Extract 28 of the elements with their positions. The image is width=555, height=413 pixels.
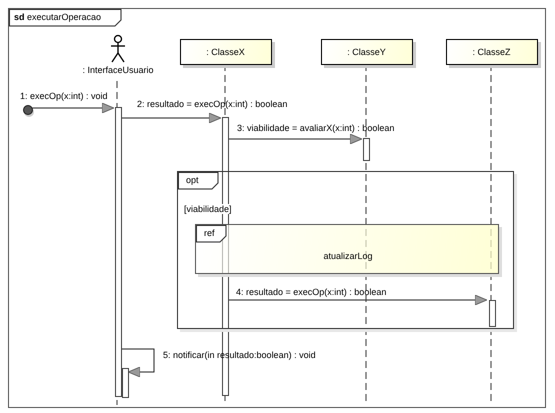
message-arrow (32, 102, 114, 114)
message-label: 2: resultado = execOp(x:int) : boolean (137, 99, 288, 109)
guard-condition: [viabilidade] (184, 204, 232, 214)
diagram-frame (8, 8, 546, 408)
message-arrow (120, 112, 222, 124)
interaction-use-box (195, 224, 499, 274)
found-message-dot (23, 105, 33, 115)
lifeline-header (321, 39, 413, 65)
activation-bar (363, 138, 370, 161)
fragment-operator: opt (186, 175, 199, 185)
message-label: 1: execOp(x:int) : void (20, 91, 108, 101)
self-message-arrow (120, 348, 154, 378)
class-name: : ClasseZ (471, 47, 512, 57)
class-name: : ClasseX (205, 47, 246, 57)
message-arrow (228, 134, 362, 144)
fragment-operator: ref (204, 228, 215, 238)
lifeline-header (180, 39, 272, 65)
activation-bar (489, 300, 496, 327)
message-label: 4: resultado = execOp(x:int) : boolean (236, 287, 386, 297)
interaction-name: atualizarLog (322, 251, 374, 261)
activation-bar (115, 107, 122, 397)
frame-title: sd executarOperacao (14, 12, 102, 22)
activation-bar (122, 368, 129, 398)
message-arrow (228, 294, 488, 306)
message-label: 3: viabilidade = avaliarX(x:int) : boolean (237, 123, 394, 133)
opt-fragment (177, 171, 514, 329)
class-name: : ClasseY (346, 47, 387, 57)
lifeline-header (446, 39, 538, 65)
